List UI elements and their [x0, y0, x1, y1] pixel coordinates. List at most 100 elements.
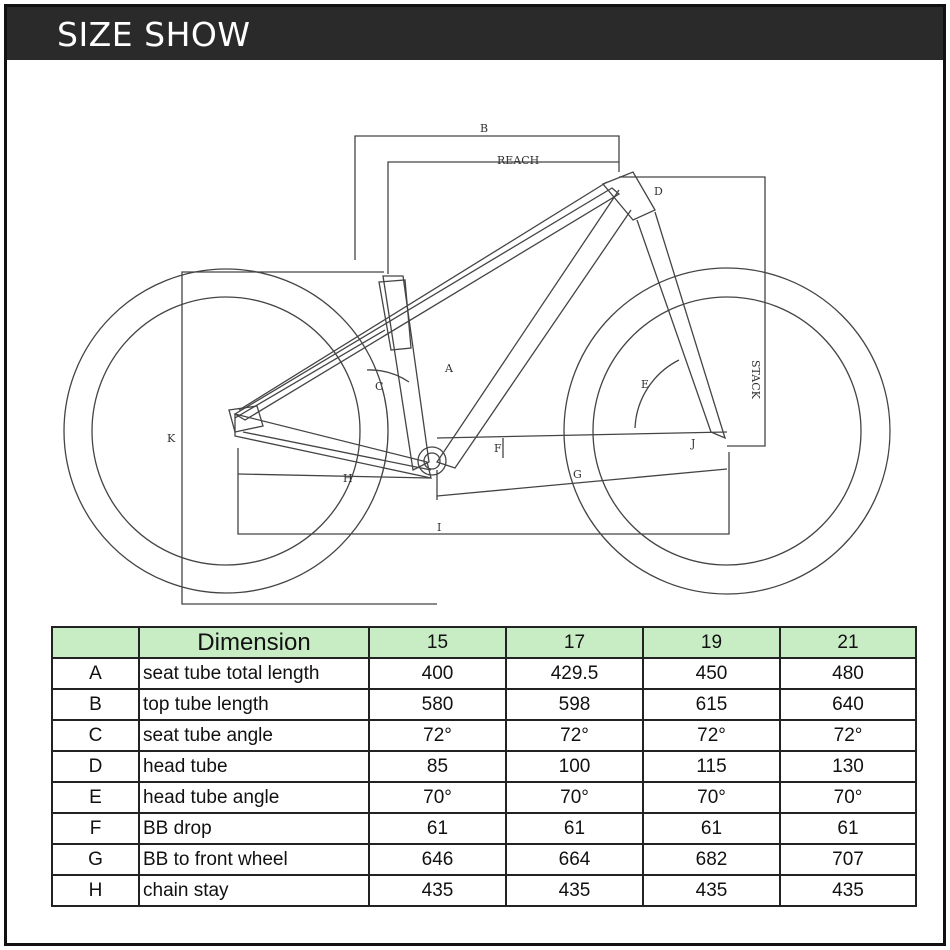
row-value: 707	[779, 843, 917, 876]
front-wheel-inner	[592, 296, 862, 566]
row-letter: C	[51, 719, 140, 752]
chain-stay	[234, 413, 432, 479]
row-value: 400	[368, 657, 507, 690]
table-row: G BB to front wheel 646 664 682 707	[51, 843, 917, 876]
row-value: 664	[505, 843, 644, 876]
row-letter: F	[51, 812, 140, 845]
row-value: 435	[505, 874, 644, 907]
c-angle-arc	[366, 369, 410, 383]
row-value: 61	[505, 812, 644, 845]
row-letter: G	[51, 843, 140, 876]
table-row: D head tube 85 100 115 130	[51, 750, 917, 783]
row-name: BB drop	[138, 812, 370, 845]
table-header-size: 17	[505, 626, 644, 659]
bike-geometry-diagram: B REACH D STACK A C E F J K H G I	[7, 60, 943, 610]
table-row: C seat tube angle 72° 72° 72° 72°	[51, 719, 917, 752]
row-value: 450	[642, 657, 781, 690]
label-reach: REACH	[497, 154, 539, 167]
row-value: 61	[779, 812, 917, 845]
row-name: seat tube angle	[138, 719, 370, 752]
rear-wheel-outer	[63, 268, 389, 594]
label-g: G	[573, 468, 582, 481]
row-letter: E	[51, 781, 140, 814]
row-name: head tube angle	[138, 781, 370, 814]
row-value: 435	[779, 874, 917, 907]
bike-geometry-svg: B REACH D STACK A C E F J K H G I	[63, 122, 891, 605]
e-angle-arc	[634, 359, 680, 429]
row-value: 130	[779, 750, 917, 783]
row-value: 100	[505, 750, 644, 783]
table-header-blank	[51, 626, 140, 659]
row-name: head tube	[138, 750, 370, 783]
label-j: J	[690, 437, 695, 450]
table-header-size: 15	[368, 626, 507, 659]
row-letter: B	[51, 688, 140, 721]
label-a: A	[444, 362, 454, 375]
table-header-row: Dimension 15 17 19 21	[51, 626, 917, 659]
label-e: E	[641, 378, 649, 391]
label-b: B	[480, 122, 488, 135]
row-value: 598	[505, 688, 644, 721]
row-letter: A	[51, 657, 140, 690]
row-name: top tube length	[138, 688, 370, 721]
row-value: 70°	[642, 781, 781, 814]
row-value: 61	[368, 812, 507, 845]
seat-stay	[234, 329, 386, 419]
table-row: B top tube length 580 598 615 640	[51, 688, 917, 721]
row-value: 615	[642, 688, 781, 721]
rear-wheel-inner	[91, 296, 361, 566]
row-value: 580	[368, 688, 507, 721]
row-value: 115	[642, 750, 781, 783]
table-row: E head tube angle 70° 70° 70° 70°	[51, 781, 917, 814]
row-value: 70°	[368, 781, 507, 814]
row-value: 435	[368, 874, 507, 907]
row-value: 480	[779, 657, 917, 690]
table-header-dimension: Dimension	[138, 626, 370, 659]
dimension-table-wrap: Dimension 15 17 19 21 A seat tube total …	[51, 626, 917, 907]
front-wheel-outer	[563, 267, 891, 595]
row-value: 429.5	[505, 657, 644, 690]
label-d: D	[654, 185, 663, 198]
reach-dimension-line	[387, 161, 619, 274]
bottom-bracket	[417, 446, 447, 476]
row-value: 70°	[505, 781, 644, 814]
table-header-size: 21	[779, 626, 917, 659]
stack-box	[619, 176, 766, 447]
row-value: 682	[642, 843, 781, 876]
header-bar: SIZE SHOW	[7, 7, 943, 60]
table-header-size: 19	[642, 626, 781, 659]
seat-tube	[382, 275, 430, 471]
label-k: K	[167, 432, 176, 445]
row-name: chain stay	[138, 874, 370, 907]
row-letter: H	[51, 874, 140, 907]
row-value: 72°	[642, 719, 781, 752]
row-value: 85	[368, 750, 507, 783]
k-box	[181, 271, 437, 605]
label-i: I	[437, 521, 441, 534]
size-chart-frame: SIZE SHOW	[4, 4, 946, 946]
row-value: 72°	[505, 719, 644, 752]
row-value: 72°	[779, 719, 917, 752]
row-name: seat tube total length	[138, 657, 370, 690]
table-row: A seat tube total length 400 429.5 450 4…	[51, 657, 917, 690]
label-f: F	[494, 442, 502, 455]
down-tube	[435, 189, 632, 469]
row-value: 61	[642, 812, 781, 845]
top-tube	[233, 187, 621, 421]
label-h: H	[343, 472, 353, 485]
label-c: C	[375, 380, 383, 393]
label-stack: STACK	[749, 360, 762, 400]
fork	[636, 211, 727, 440]
b-dimension-line	[354, 135, 620, 260]
row-value: 72°	[368, 719, 507, 752]
row-value: 70°	[779, 781, 917, 814]
dimension-table: Dimension 15 17 19 21 A seat tube total …	[51, 626, 917, 907]
table-row: F BB drop 61 61 61 61	[51, 812, 917, 845]
table-row: H chain stay 435 435 435 435	[51, 874, 917, 907]
g-line	[436, 468, 728, 497]
i-baseline	[237, 448, 730, 535]
row-value: 435	[642, 874, 781, 907]
row-value: 646	[368, 843, 507, 876]
row-value: 640	[779, 688, 917, 721]
row-name: BB to front wheel	[138, 843, 370, 876]
